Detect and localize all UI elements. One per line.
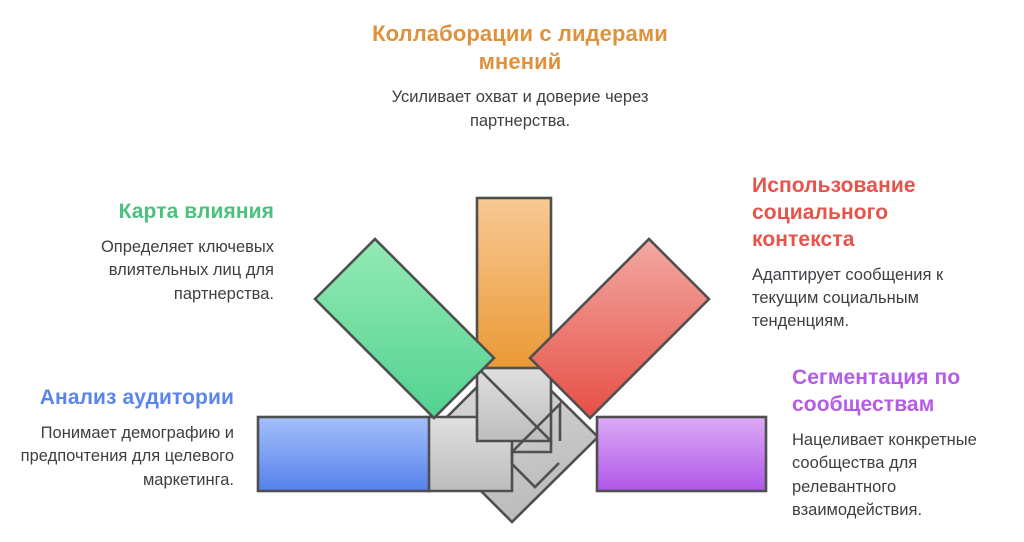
label-desc-top: Усиливает охват и доверие через партнерс… xyxy=(391,88,649,130)
label-block-top: Коллаборации с лидерами мнений Усиливает… xyxy=(372,20,668,133)
label-title-top: Коллаборации с лидерами мнений xyxy=(372,21,668,75)
label-block-bottom-left-blue: Анализ аудитории Понимает демографию и п… xyxy=(8,385,234,492)
blue-horizontal-bar xyxy=(256,415,431,493)
green-diagonal-bar xyxy=(313,237,496,420)
purple-horizontal-bar xyxy=(595,415,768,493)
inner-arrow-tail xyxy=(511,462,560,489)
label-desc-left-green: Определяет ключевых влиятельных лиц для … xyxy=(100,237,274,303)
label-desc-bottom-right-purple: Нацеливает конкретные сообщества для рел… xyxy=(792,430,977,520)
label-block-right-red: Использование социального контекста Адап… xyxy=(752,173,988,334)
inner-arrow-head xyxy=(511,400,562,453)
orange-vertical-bar xyxy=(475,196,553,370)
label-title-left-green: Карта влияния xyxy=(118,200,274,223)
red-diagonal-bar xyxy=(528,237,711,420)
inner-arrow-outline xyxy=(476,366,553,464)
label-block-left-green: Карта влияния Определяет ключевых влияте… xyxy=(38,199,274,306)
label-title-bottom-left-blue: Анализ аудитории xyxy=(39,386,234,409)
label-block-bottom-right-purple: Сегментация по сообществам Нацеливает ко… xyxy=(792,365,1022,522)
label-desc-bottom-left-blue: Понимает демографию и предпочтения для ц… xyxy=(20,423,234,489)
label-title-bottom-right-purple: Сегментация по сообществам xyxy=(792,366,961,416)
label-desc-right-red: Адаптирует сообщения к текущим социальны… xyxy=(752,265,944,331)
label-title-right-red: Использование социального контекста xyxy=(752,174,916,251)
